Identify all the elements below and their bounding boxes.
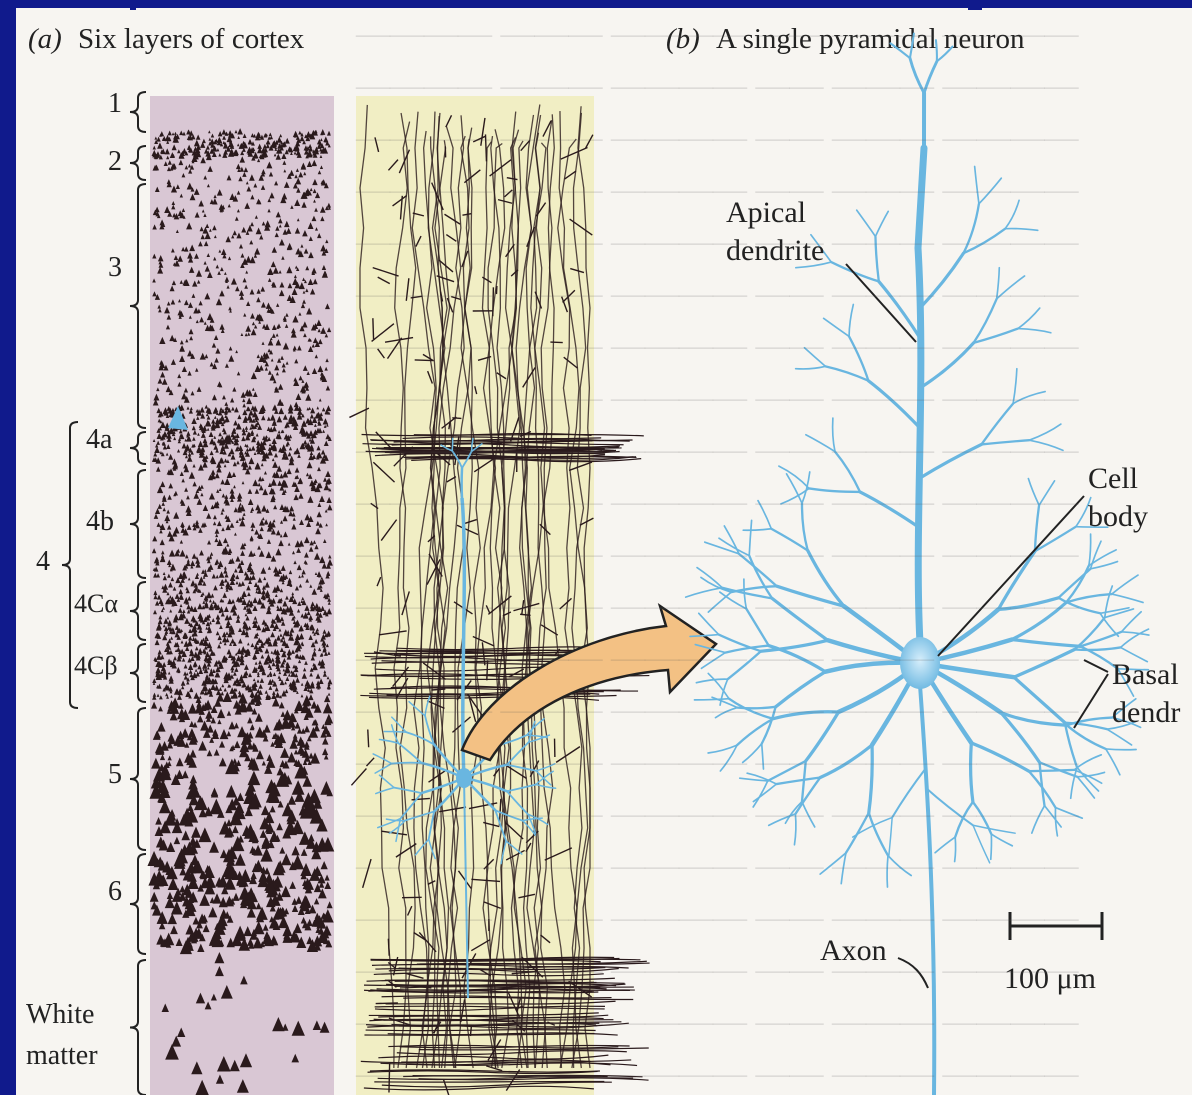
scale-bar	[1010, 912, 1102, 940]
golgi-stain-column	[349, 96, 649, 1095]
apical-leader-line	[846, 264, 916, 342]
slide-frame-top-notch-1	[130, 0, 136, 10]
basal-dendrite-label-line2: dendr	[1112, 696, 1180, 729]
layer-5-label: 5	[108, 759, 122, 790]
panel-b-title: A single pyramidal neuron	[716, 23, 1025, 55]
layer-2-label: 2	[108, 146, 122, 177]
layer-4a-label: 4a	[86, 424, 113, 455]
cell-body-soma	[900, 637, 940, 689]
slide-frame-left	[0, 0, 16, 1095]
panel-b-letter: (b)	[666, 23, 700, 55]
layer-3-label: 3	[108, 252, 122, 283]
slide-frame-top-notch-2	[968, 0, 982, 10]
axon-leader-line	[898, 958, 928, 988]
basal-dendrite-label-line1: Basal	[1112, 658, 1179, 691]
cell-body-label-line1: Cell	[1088, 462, 1138, 495]
apical-dendrite-label-line1: Apical	[726, 196, 806, 229]
layer-4b-label: 4b	[86, 506, 114, 537]
textbook-figure: ———— ——— ———— —— ——— ———— ———— ——— ———— …	[16, 8, 1192, 1095]
cell-body-leader-line	[938, 496, 1084, 656]
layer-4-label: 4	[36, 546, 50, 577]
layer-labels: 1 2 3 4a 4b 4Cα 4Cβ 4 5 6 White matter	[26, 88, 122, 1071]
scale-bar-label: 100 μm	[1004, 962, 1096, 995]
white-matter-label-line1: White	[26, 999, 94, 1030]
layer-4c-beta-label: 4Cβ	[74, 651, 118, 680]
panel-a-title: Six layers of cortex	[78, 23, 305, 55]
golgi-background	[356, 96, 594, 1095]
layer-4c-alpha-label: 4Cα	[74, 589, 118, 618]
axon-label: Axon	[820, 934, 887, 967]
layer-6-label: 6	[108, 876, 122, 907]
apical-dendrite-label-line2: dendrite	[726, 234, 824, 267]
panel-a-letter: (a)	[28, 23, 62, 55]
nissl-stain-column	[147, 96, 334, 1095]
figure-canvas: (a) Six layers of cortex 1 2 3 4a	[16, 8, 1192, 1095]
white-matter-label-line2: matter	[26, 1040, 98, 1071]
layer-1-label: 1	[108, 88, 122, 119]
pyramidal-neuron	[686, 33, 1149, 1095]
cell-body-label-line2: body	[1088, 500, 1148, 533]
